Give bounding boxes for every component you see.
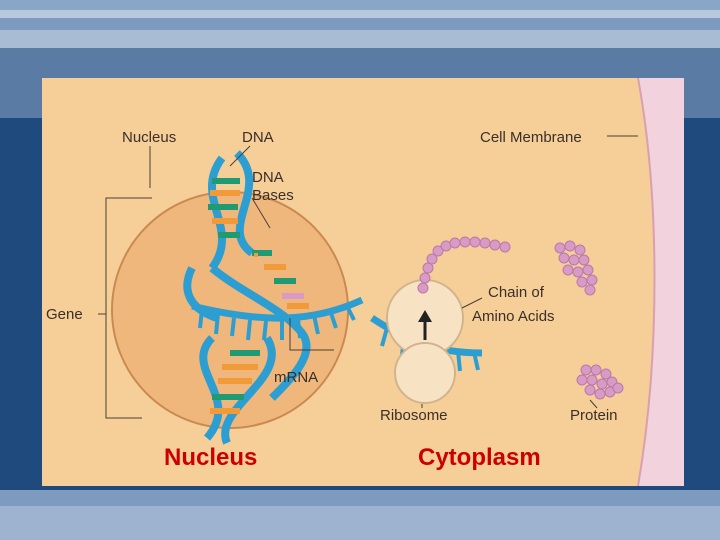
- protein-cluster-lower: [576, 364, 624, 400]
- dna-unwound: [183, 250, 311, 401]
- nucleus-circle: [111, 191, 349, 429]
- label-dna: DNA: [242, 129, 274, 146]
- cell-membrane-edge: [637, 78, 656, 486]
- footer-band: [0, 490, 720, 506]
- dna-helix-upper: [208, 150, 255, 271]
- protein-cluster-upper: [554, 240, 598, 296]
- label-protein: Protein: [570, 407, 618, 424]
- cell-membrane-shape: [638, 78, 684, 486]
- header-band: [0, 30, 720, 48]
- ribosome: [386, 279, 464, 404]
- footer-band: [0, 506, 720, 540]
- protein-synthesis-diagram: Nucleus DNA DNA Bases Cell Membrane Gene…: [42, 78, 684, 486]
- label-nucleus: Nucleus: [122, 129, 176, 146]
- header-band: [0, 0, 720, 10]
- label-dna-bases-line1: DNA: [252, 169, 284, 186]
- leader-lines: [98, 135, 638, 419]
- caption-nucleus: Nucleus: [164, 444, 258, 471]
- label-gene: Gene: [46, 306, 83, 323]
- mrna-strand: [191, 296, 483, 372]
- label-ribosome: Ribosome: [380, 407, 448, 424]
- label-dna-bases-line2: Bases: [252, 187, 294, 204]
- header-band: [0, 18, 720, 30]
- dna-helix-lower: [199, 335, 276, 445]
- header-band: [0, 10, 720, 18]
- label-chain-line1: Chain of: [488, 284, 545, 301]
- label-cell-membrane: Cell Membrane: [480, 129, 582, 146]
- label-chain-line2: Amino Acids: [472, 308, 555, 325]
- amino-acid-chain: [417, 236, 511, 294]
- label-mrna: mRNA: [274, 369, 318, 386]
- caption-cytoplasm: Cytoplasm: [418, 444, 541, 471]
